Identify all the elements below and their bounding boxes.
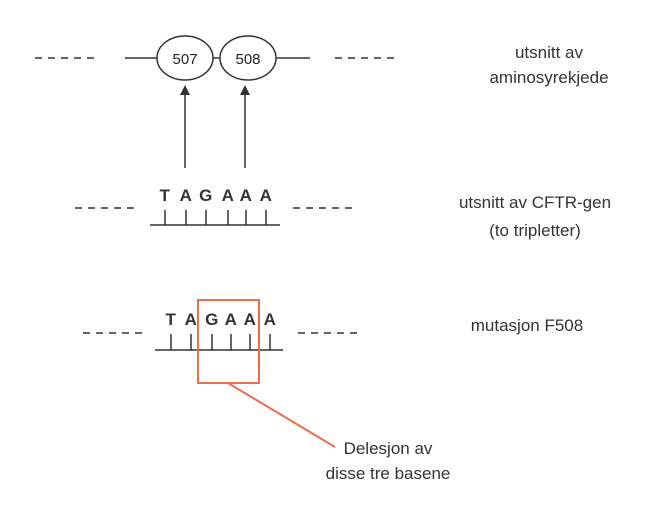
- amino-acid-chain: 507 508: [35, 35, 400, 81]
- gene-label-line2: (to tripletter): [489, 221, 581, 240]
- residue-508-label: 508: [235, 51, 260, 68]
- chain-label-line1: utsnitt av: [515, 43, 584, 62]
- deletion-label-line1: Delesjon av: [344, 439, 433, 458]
- mutation-label: mutasjon F508: [471, 316, 583, 335]
- mutation-base-4: A: [225, 310, 238, 329]
- gene-base-3: G: [199, 186, 213, 205]
- gene-base-5: A: [240, 186, 253, 205]
- gene-label-line1: utsnitt av CFTR-gen: [459, 193, 611, 212]
- mutation-base-6: A: [264, 310, 277, 329]
- mutation-base-ticks: [170, 334, 271, 350]
- gene-base-6: A: [260, 186, 273, 205]
- mutation-base-5: A: [244, 310, 257, 329]
- residue-507-label: 507: [172, 51, 197, 68]
- mutation-base-2: A: [185, 310, 198, 329]
- gene-base-1: T: [160, 186, 171, 205]
- gene-base-2: A: [180, 186, 193, 205]
- mutation-base-3: G: [205, 310, 219, 329]
- gene-base-4: A: [222, 186, 235, 205]
- gene-base-ticks: [164, 210, 267, 225]
- mutation-base-1: T: [166, 310, 177, 329]
- deletion-label-line2: disse tre basene: [326, 464, 451, 483]
- chain-label-line2: aminosyrekjede: [489, 68, 608, 87]
- deletion-pointer-line: [227, 382, 336, 448]
